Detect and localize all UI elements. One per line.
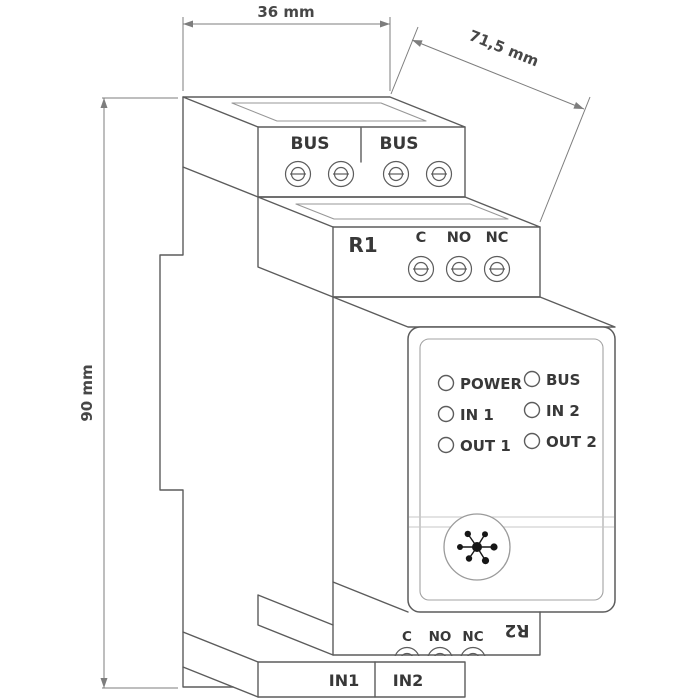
contact-no-label: NO [429,629,452,645]
dimension-depth: 71,5 mm [390,26,591,223]
relay1-terminal-block: R1 C NO NC [257,196,541,298]
bus-right-label: BUS [379,134,418,154]
contact-nc-label: NC [486,230,509,246]
terminal-opening [231,102,427,122]
arrowhead [412,40,423,47]
dim-height-label: 90 mm [78,364,96,421]
led-bus-indicator: BUS [523,370,580,389]
din-plate [159,96,234,688]
contact-c-label: C [402,629,412,645]
led-in1-label: IN 1 [460,406,494,424]
led-out1-indicator: OUT 1 [437,436,511,455]
bus-terminal-block: BUS BUS [182,96,466,198]
panel-inner-frame [419,338,604,601]
arrowhead [573,102,584,109]
contact-no-label: NO [447,230,471,246]
screw-terminal [483,255,511,283]
led-in2-label: IN 2 [546,402,580,420]
arrowhead [380,20,390,28]
input-terminal-block: IN1 IN2 [182,631,466,698]
led-out2-indicator: OUT 2 [523,432,597,451]
screw-terminal [382,160,410,188]
bus-left-label: BUS [290,134,329,154]
relay1-name-label: R1 [348,233,377,257]
led-in2-indicator: IN 2 [523,401,580,420]
arrowhead [100,678,108,688]
dimension-height: 90 mm [78,97,178,689]
screw-terminal [327,160,355,188]
led-out1-label: OUT 1 [460,437,511,455]
front-panel: POWER IN 1 OUT 1 BUS IN 2 OUT 2 [332,296,616,613]
buzzer-icon [443,513,511,581]
relay2-terminal-block: C NO NC R2 [257,581,541,656]
terminal-opening [295,203,509,220]
dimension-width: 36 mm [182,3,391,91]
led-power-label: POWER [460,375,523,393]
screw-terminals-clipped [393,646,487,656]
led-power-indicator: POWER [437,374,523,393]
relay2-name-label: R2 [505,620,530,640]
arrowhead [100,98,108,108]
led-bus-label: BUS [546,371,580,389]
screw-terminal [284,160,312,188]
screw-terminal [425,160,453,188]
led-in1-indicator: IN 1 [437,405,494,424]
screw-terminal [407,255,435,283]
contact-nc-label: NC [462,629,483,645]
dim-width-label: 36 mm [257,3,314,21]
screw-terminal [445,255,473,283]
in2-label: IN2 [393,671,423,690]
led-out2-label: OUT 2 [546,433,597,451]
contact-c-label: C [416,230,427,246]
arrowhead [183,20,193,28]
dim-depth-label: 71,5 mm [466,26,541,70]
in1-label: IN1 [329,671,359,690]
